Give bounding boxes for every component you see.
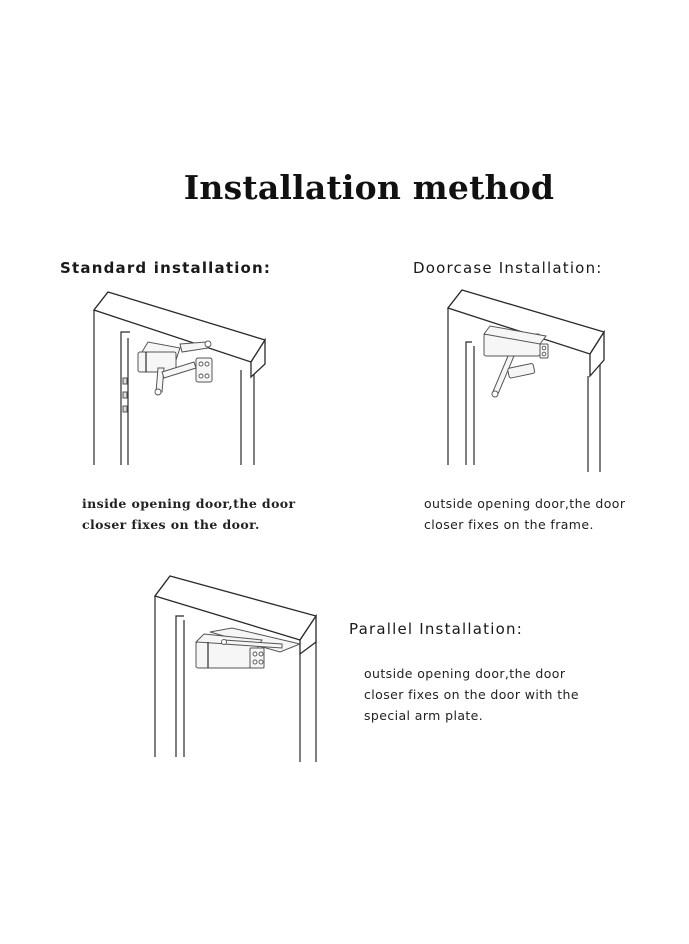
hinge-icon <box>122 377 128 385</box>
standard-installation-diagram <box>92 291 267 465</box>
description-line: closer fixes on the door with the <box>364 687 579 702</box>
description-line: special arm plate. <box>364 708 484 723</box>
parallel-installation-heading: Parallel Installation: <box>349 620 523 638</box>
arm-bracket-icon <box>507 363 536 379</box>
description-line: closer fixes on the frame. <box>424 517 594 532</box>
description-line: outside opening door,the door <box>364 666 566 681</box>
description-line: closer fixes on the door. <box>82 517 260 532</box>
arm-bracket-icon <box>195 357 213 383</box>
page-title: Installation method <box>183 168 555 207</box>
doorcase-installation-description: outside opening door,the door closer fix… <box>424 493 625 535</box>
doorcase-installation-diagram <box>446 289 606 472</box>
description-line: inside opening door,the door <box>82 496 296 511</box>
parallel-installation-description: outside opening door,the door closer fix… <box>364 663 579 726</box>
description-line: outside opening door,the door <box>424 496 626 511</box>
doorcase-installation-heading: Doorcase Installation: <box>413 259 603 277</box>
standard-installation-description: inside opening door,the door closer fixe… <box>82 493 296 535</box>
standard-installation-heading: Standard installation: <box>60 259 272 277</box>
parallel-installation-diagram <box>153 575 318 762</box>
